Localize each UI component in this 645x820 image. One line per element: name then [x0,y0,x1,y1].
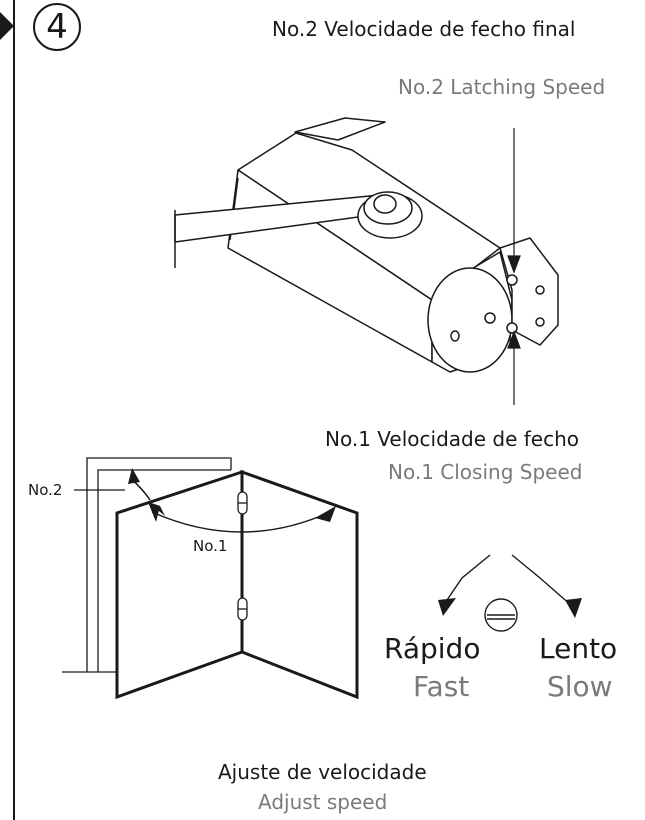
adjust-speed-label-pt: Ajuste de velocidade [218,760,427,784]
door-arrows [128,468,336,522]
slow-label-pt: Lento [539,632,618,665]
fast-label-pt: Rápido [384,632,481,665]
page-edge [0,0,15,820]
door-no2-label: No.2 [28,481,63,499]
latching-speed-label-pt: No.2 Velocidade de fecho final [272,17,576,41]
speed-adjust-dial [446,554,573,632]
slow-label-en: Slow [547,670,613,703]
valve-pointers [507,128,521,405]
latching-speed-label-en: No.2 Latching Speed [398,75,606,99]
fast-label-en: Fast [413,670,470,703]
closing-speed-label-pt: No.1 Velocidade de fecho [325,427,579,451]
speed-arrows [438,598,582,618]
door-no1-label: No.1 [193,537,228,555]
step-number: 4 [46,7,68,47]
closing-speed-label-en: No.1 Closing Speed [388,460,583,484]
adjust-speed-label-en: Adjust speed [258,790,388,814]
door-closer-illustration [174,117,559,373]
step-number-circle [33,3,81,51]
door-diagram [62,457,359,700]
